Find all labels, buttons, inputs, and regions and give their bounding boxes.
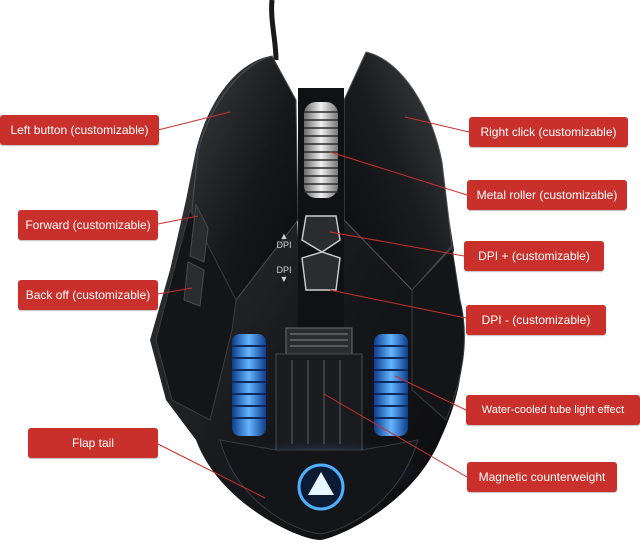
weight-slots — [291, 360, 341, 444]
roller-ridges — [304, 111, 338, 193]
right-side-panel — [411, 246, 465, 421]
label-dpi-plus: DPI + (customizable) — [464, 241, 604, 271]
label-left-button: Left button (customizable) — [0, 115, 159, 145]
dpi-down-arrow-icon: ▼ — [279, 274, 289, 284]
dpi-lower-text: DPI — [276, 265, 292, 275]
label-back-off: Back off (customizable) — [18, 280, 158, 310]
leader-lines — [157, 111, 470, 499]
top-grille — [285, 327, 353, 355]
label-magnetic: Magnetic counterweight — [467, 462, 617, 492]
dpi-minus-button — [301, 251, 341, 291]
dpi-lower-mark: DPI ▼ — [272, 266, 296, 284]
right-cooling-tube — [374, 334, 408, 436]
dpi-plus-button — [301, 215, 341, 253]
dpi-up-arrow-icon: ▲ — [279, 231, 289, 241]
label-dpi-minus: DPI - (customizable) — [466, 305, 606, 335]
grille-lines — [290, 333, 348, 347]
logo-arrow-icon — [308, 472, 334, 495]
forward-side-button — [189, 203, 209, 263]
dpi-upper-mark: ▲ DPI — [272, 232, 296, 250]
label-right-click: Right click (customizable) — [469, 117, 628, 147]
left-button-shell — [191, 55, 299, 301]
right-button-shell — [343, 51, 453, 291]
metal-roller — [304, 102, 338, 198]
left-cooling-tube — [232, 334, 266, 436]
dpi-upper-text: DPI — [276, 240, 292, 250]
label-forward: Forward (customizable) — [18, 210, 158, 240]
back-side-button — [183, 261, 205, 307]
label-flap-tail: Flap tail — [28, 428, 158, 458]
weight-compartment — [275, 353, 363, 451]
label-water-cooled: Water-cooled tube light effect — [466, 395, 640, 425]
cable — [269, 0, 279, 61]
label-metal-roller: Metal roller (customizable) — [467, 180, 627, 210]
left-side-panel — [155, 208, 237, 421]
